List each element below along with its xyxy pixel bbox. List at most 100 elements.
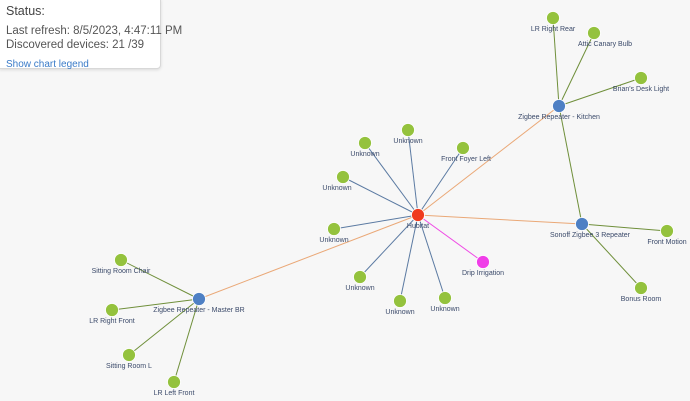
link-hubitat-rep_master xyxy=(198,214,419,300)
node-circle[interactable] xyxy=(552,99,566,113)
link-rep_kitchen-rep_sonoff xyxy=(558,105,583,225)
node-label: Unknown xyxy=(319,237,348,244)
link-rep_kitchen-brians_desk xyxy=(558,77,642,107)
node-drip-irrigation[interactable]: Drip Irrigation xyxy=(462,255,504,278)
node-circle[interactable] xyxy=(634,71,648,85)
link-rep_kitchen-lr_right_rear xyxy=(552,17,560,107)
node-bonus-room[interactable]: Bonus Room xyxy=(621,281,662,304)
node-unknown-5[interactable]: Unknown xyxy=(345,270,375,293)
node-hubitat[interactable]: Hubitat xyxy=(407,208,429,231)
node-label: Zigbee Repeater - Master BR xyxy=(153,307,244,314)
last-refresh-line: Last refresh: 8/5/2023, 4:47:11 PM xyxy=(6,25,182,37)
node-label: Sitting Room L xyxy=(106,363,152,370)
node-label: LR Right Rear xyxy=(531,26,576,33)
node-label: Unknown xyxy=(385,309,414,316)
link-hubitat-front_foyer_left xyxy=(417,147,464,216)
discovered-devices-line: Discovered devices: 21 /39 xyxy=(6,39,160,51)
link-hubitat-unknown_5 xyxy=(359,214,419,278)
node-label: Front Motion xyxy=(647,239,686,246)
node-label: LR Right Front xyxy=(89,318,135,325)
node-label: Sitting Room Chair xyxy=(92,268,151,275)
show-chart-legend-link[interactable]: Show chart legend xyxy=(6,59,89,70)
node-label: Unknown xyxy=(345,285,374,292)
node-circle[interactable] xyxy=(167,375,181,389)
node-lr-left-front[interactable]: LR Left Front xyxy=(154,375,195,398)
node-unknown-1[interactable]: Unknown xyxy=(393,123,423,146)
node-label: Unknown xyxy=(393,138,422,145)
node-label: Drip Irrigation xyxy=(462,270,504,277)
node-circle[interactable] xyxy=(114,253,128,267)
node-unknown-7[interactable]: Unknown xyxy=(430,291,460,314)
link-rep_master-lr_right_front xyxy=(111,298,200,311)
node-label: Unknown xyxy=(322,185,351,192)
node-circle[interactable] xyxy=(327,222,341,236)
node-circle[interactable] xyxy=(546,11,560,25)
last-refresh-value: 8/5/2023, 4:47:11 PM xyxy=(73,25,183,37)
node-circle[interactable] xyxy=(122,348,136,362)
last-refresh-label: Last refresh: xyxy=(6,25,70,37)
link-rep_sonoff-front_motion xyxy=(581,223,668,232)
node-sitting-room-chair[interactable]: Sitting Room Chair xyxy=(92,253,151,276)
link-rep_master-sitting_room_chair xyxy=(120,259,200,300)
node-unknown-4[interactable]: Unknown xyxy=(319,222,349,245)
node-circle[interactable] xyxy=(660,224,674,238)
node-lr-right-front[interactable]: LR Right Front xyxy=(89,303,135,326)
node-circle[interactable] xyxy=(393,294,407,308)
link-rep_master-lr_left_front xyxy=(173,298,200,383)
node-sitting-room-l[interactable]: Sitting Room L xyxy=(106,348,152,371)
node-unknown-2[interactable]: Unknown xyxy=(350,136,380,159)
node-label: Unknown xyxy=(350,151,379,158)
node-circle[interactable] xyxy=(411,208,425,222)
node-lr-right-rear[interactable]: LR Right Rear xyxy=(531,11,576,34)
link-hubitat-unknown_3 xyxy=(342,176,419,216)
node-circle[interactable] xyxy=(456,141,470,155)
link-hubitat-unknown_6 xyxy=(399,214,419,302)
node-circle[interactable] xyxy=(336,170,350,184)
link-hubitat-unknown_7 xyxy=(417,214,446,299)
node-label: Front Foyer Left xyxy=(441,156,491,163)
node-circle[interactable] xyxy=(575,217,589,231)
node-front-motion[interactable]: Front Motion xyxy=(647,224,687,247)
node-circle[interactable] xyxy=(476,255,490,269)
link-hubitat-rep_sonoff xyxy=(417,214,583,225)
node-circle[interactable] xyxy=(358,136,372,150)
node-circle[interactable] xyxy=(192,292,206,306)
status-panel: Status: Last refresh: 8/5/2023, 4:47:11 … xyxy=(0,0,182,70)
status-title: Status: xyxy=(6,4,45,18)
link-hubitat-unknown_4 xyxy=(333,214,419,230)
links-layer xyxy=(111,17,668,383)
link-hubitat-unknown_2 xyxy=(364,142,419,216)
link-hubitat-unknown_1 xyxy=(407,129,419,216)
discovered-devices-value: 21 /39 xyxy=(112,39,145,51)
node-circle[interactable] xyxy=(105,303,119,317)
node-label: Unknown xyxy=(430,306,459,313)
node-unknown-3[interactable]: Unknown xyxy=(322,170,352,193)
link-rep_sonoff-bonus_room xyxy=(581,223,642,289)
discovered-devices-label: Discovered devices: xyxy=(6,39,109,51)
node-label: Bonus Room xyxy=(621,296,662,303)
node-rep-sonoff[interactable]: Sonoff Zigbee 3 Repeater xyxy=(550,217,631,240)
node-circle[interactable] xyxy=(401,123,415,137)
node-rep-kitchen[interactable]: Zigbee Repeater - Kitchen xyxy=(518,99,600,122)
node-label: Zigbee Repeater - Kitchen xyxy=(518,114,600,121)
node-front-foyer-left[interactable]: Front Foyer Left xyxy=(441,141,491,164)
node-rep-master[interactable]: Zigbee Repeater - Master BR xyxy=(153,292,245,315)
node-brians-desk[interactable]: Brian's Desk Light xyxy=(613,71,669,94)
link-hubitat-rep_kitchen xyxy=(417,105,560,216)
node-label: LR Left Front xyxy=(154,390,195,397)
node-label: Sonoff Zigbee 3 Repeater xyxy=(550,232,631,239)
node-circle[interactable] xyxy=(438,291,452,305)
node-circle[interactable] xyxy=(587,26,601,40)
link-hubitat-drip_irrigation xyxy=(417,214,484,263)
node-label: Brian's Desk Light xyxy=(613,86,669,93)
node-circle[interactable] xyxy=(353,270,367,284)
node-label: Hubitat xyxy=(407,223,429,230)
node-label: Attic Canary Bulb xyxy=(578,41,632,48)
node-attic-canary[interactable]: Attic Canary Bulb xyxy=(578,26,632,49)
node-unknown-6[interactable]: Unknown xyxy=(385,294,415,317)
node-circle[interactable] xyxy=(634,281,648,295)
link-rep_kitchen-attic_canary xyxy=(558,32,595,107)
